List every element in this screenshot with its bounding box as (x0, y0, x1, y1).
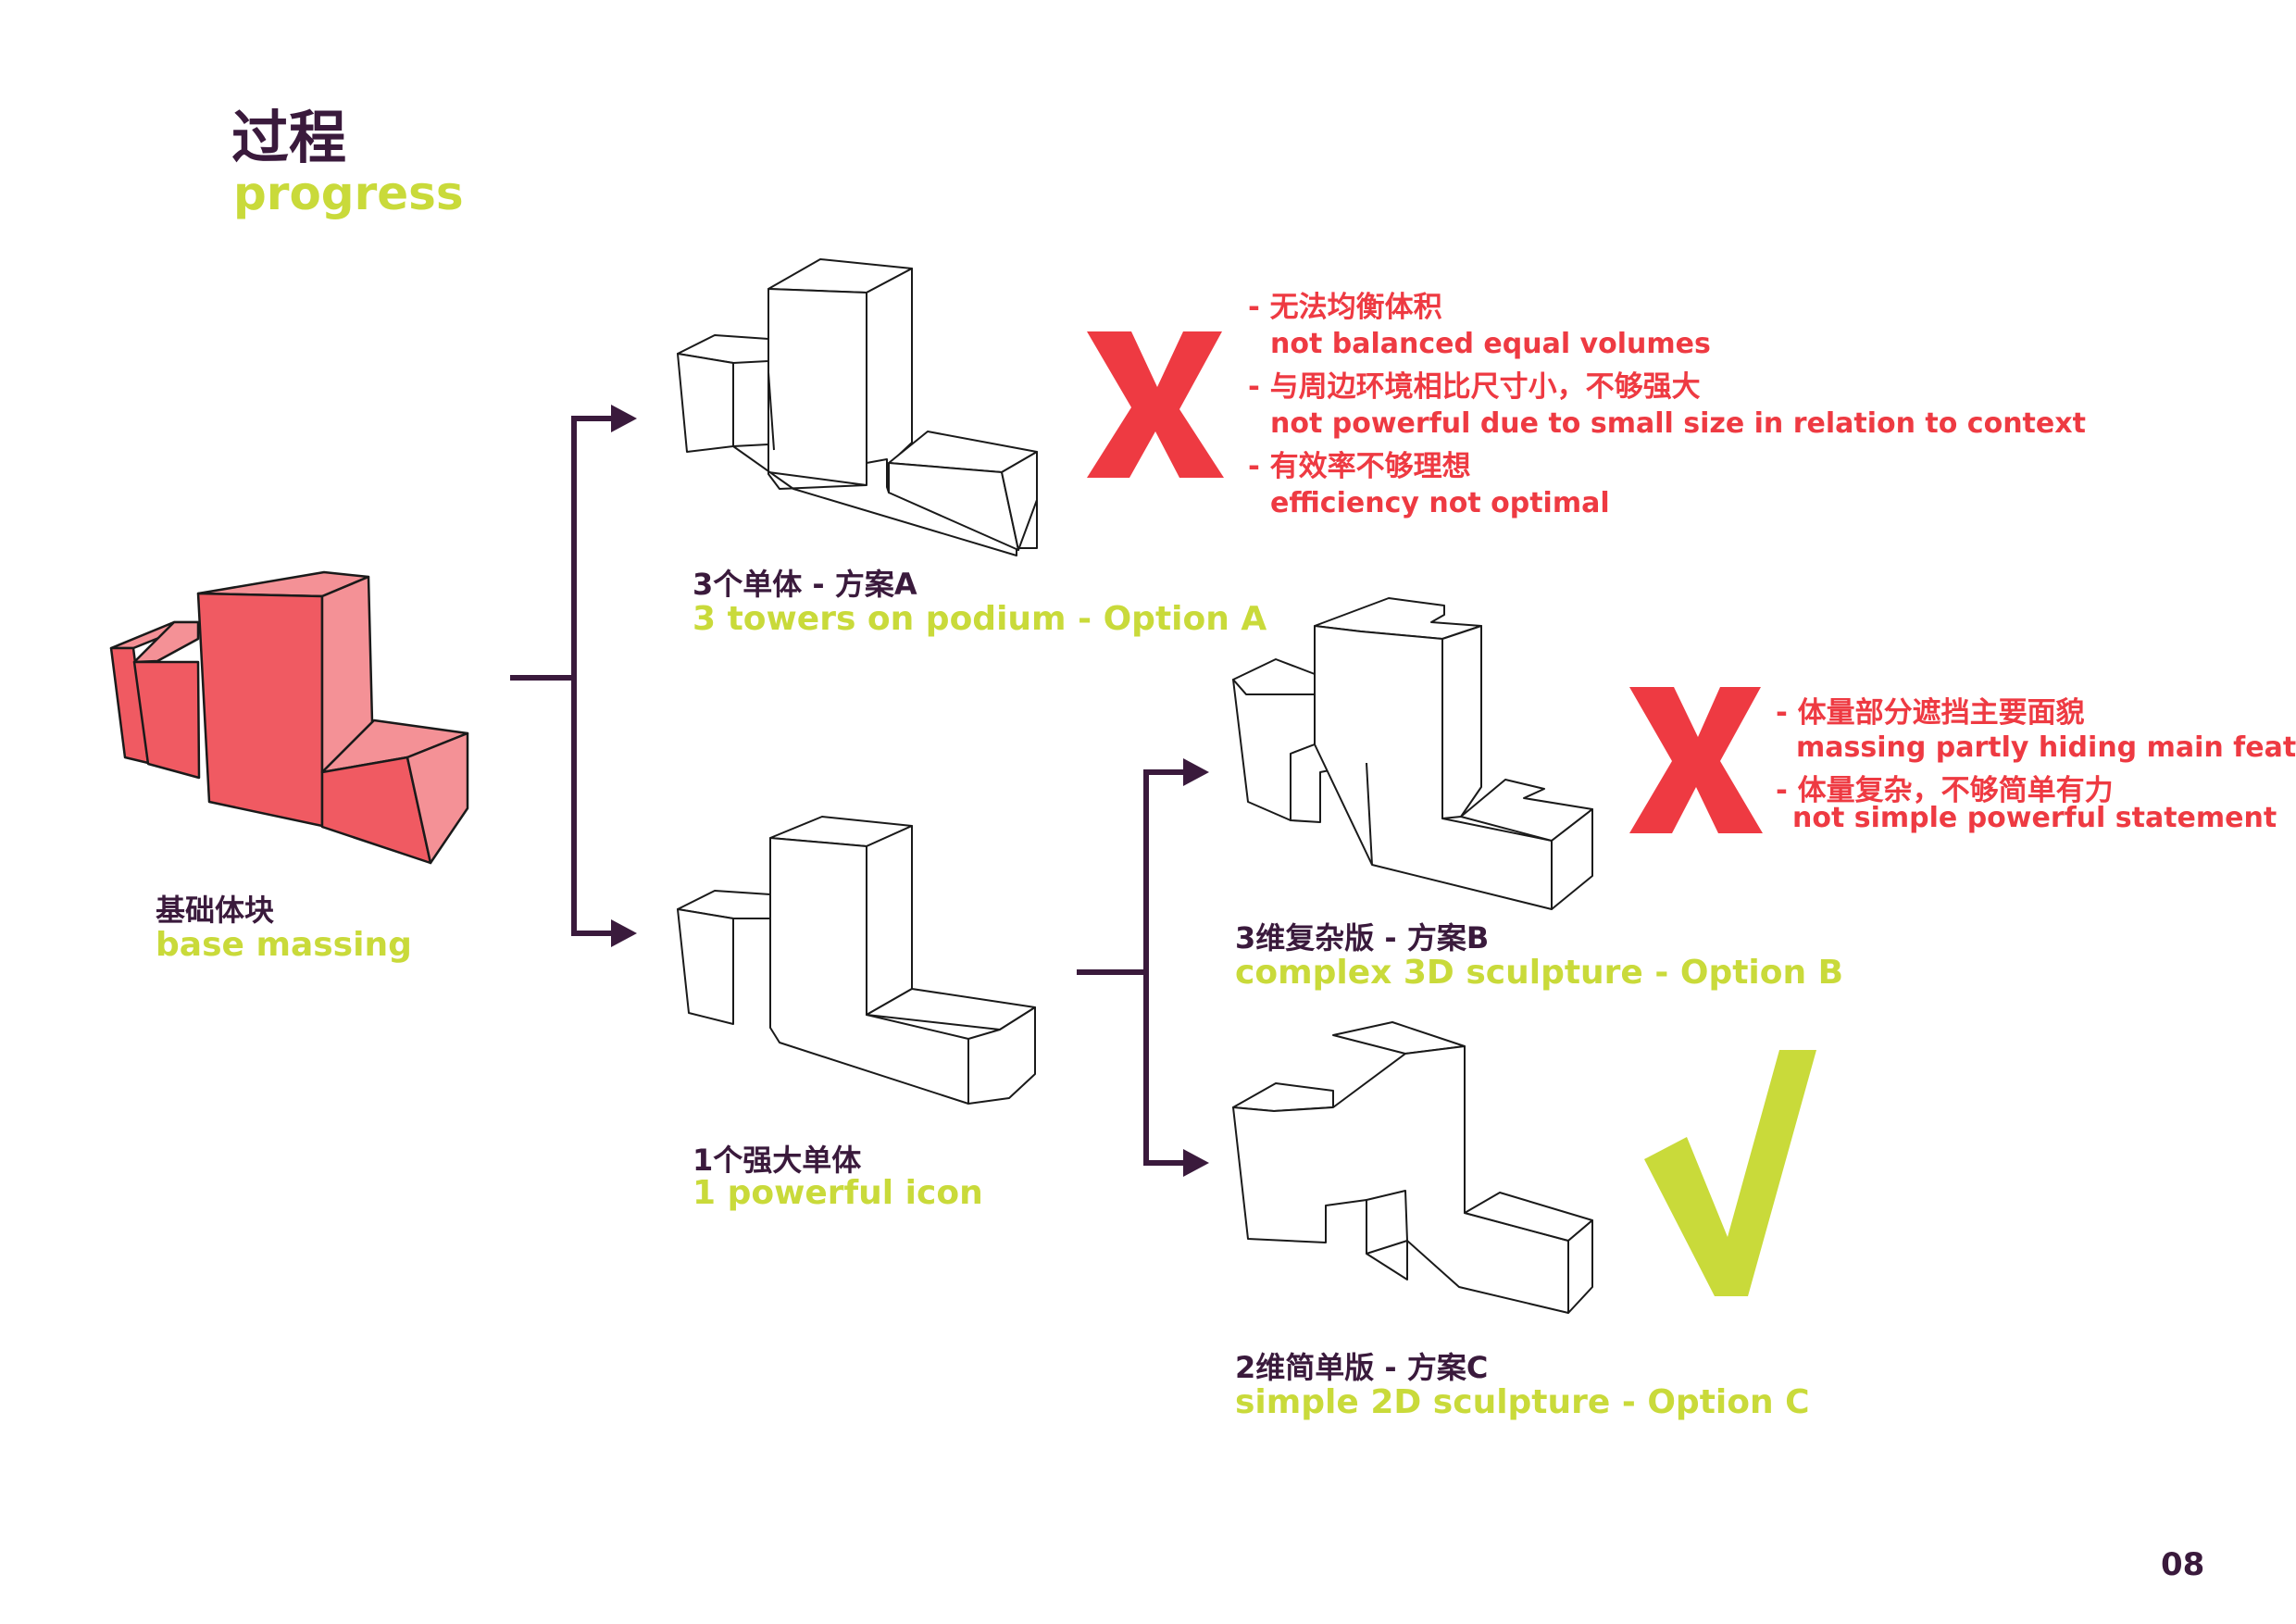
option-b-note-2-en: not simple powerful statement (1792, 802, 2277, 834)
option-a-model (677, 258, 1038, 556)
arrow-head-icon (1183, 758, 1209, 786)
option-c-label-en: simple 2D sculpture - Option C (1235, 1383, 1810, 1421)
check-mark-icon (1644, 1050, 1816, 1296)
icon-option-model (677, 816, 1036, 1105)
option-c-model (1232, 1021, 1593, 1314)
option-b-note-2-zh: - 体量复杂，不够简单有力 (1776, 774, 2114, 807)
option-b-label-zh: 3维复杂版 - 方案B (1235, 920, 1490, 956)
connector-lines (510, 416, 1190, 1166)
arrow-head-icon (611, 405, 637, 432)
arrow-head-icon (611, 919, 637, 947)
option-a-label-zh: 3个单体 - 方案A (693, 567, 917, 602)
page-number: 08 (2161, 1546, 2205, 1583)
option-a-note-2-zh: - 与周边环境相比尺寸小，不够强大 (1248, 370, 1701, 404)
option-b-note-1-en: massing partly hiding main features (1796, 731, 2296, 764)
option-a-note-2-en: not powerful due to small size in relati… (1270, 407, 2086, 440)
arrow-head-icon (1183, 1149, 1209, 1177)
base-massing-label-zh: 基础体块 (156, 893, 275, 928)
option-b-model (1232, 597, 1593, 910)
option-a-note-3-en: efficiency not optimal (1270, 487, 1610, 519)
option-a-label-en: 3 towers on podium - Option A (693, 600, 1267, 638)
base-massing-model (109, 570, 469, 865)
icon-option-label-zh: 1个强大单体 (693, 1143, 862, 1178)
option-a-note-1-en: not balanced equal volumes (1270, 328, 1711, 360)
option-a-note-3-zh: - 有效率不够理想 (1248, 450, 1471, 483)
option-b-label-en: complex 3D sculpture - Option B (1235, 954, 1844, 992)
option-c-label-zh: 2维简单版 - 方案C (1235, 1350, 1489, 1385)
x-mark-icon (1629, 687, 1763, 833)
option-b-note-1-zh: - 体量部分遮挡主要面貌 (1776, 696, 2085, 730)
page-title-en: progress (233, 167, 464, 220)
x-mark-icon (1087, 331, 1224, 478)
arrow-head-icons (611, 405, 1209, 1177)
base-massing-label-en: base massing (156, 926, 412, 964)
option-a-note-1-zh: - 无法均衡体积 (1248, 291, 1442, 324)
icon-option-label-en: 1 powerful icon (693, 1174, 983, 1212)
page-title-zh: 过程 (231, 104, 347, 171)
